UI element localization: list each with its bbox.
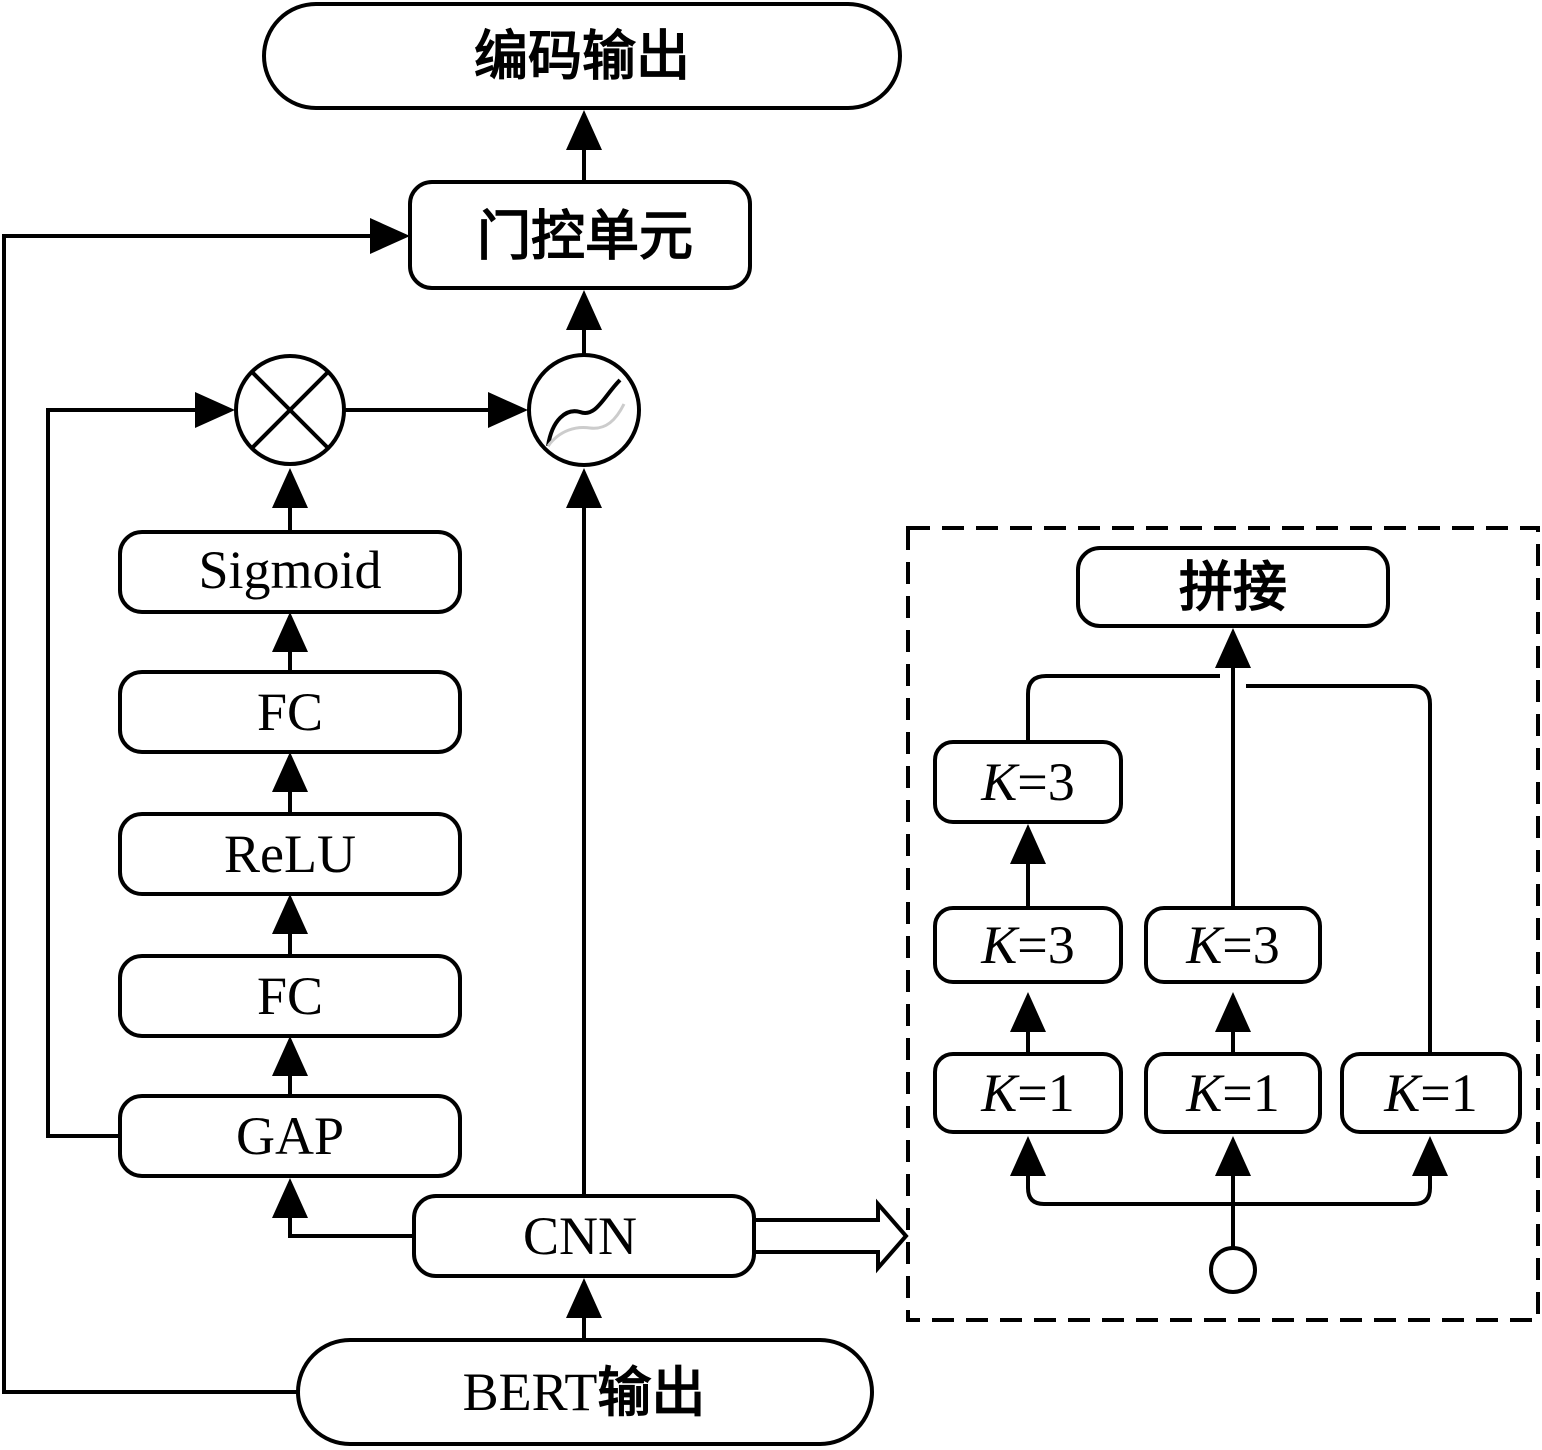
b2-kernel-mid-label: K=3	[1185, 915, 1280, 975]
concat-box: 拼接	[1076, 546, 1390, 628]
bert-output-box: BERT输出	[296, 1338, 874, 1446]
b1-kernel-top-box: K=3	[933, 740, 1123, 824]
fc-top-label: FC	[257, 682, 323, 742]
b2-kernel-bottom-label: K=1	[1185, 1063, 1280, 1123]
b1-k1-to-k3-arrow	[1010, 992, 1046, 1032]
b2-kernel-mid-box: K=3	[1144, 906, 1322, 984]
bert-output-suffix: 输出	[597, 1361, 705, 1424]
bert-output-label: BERT输出	[463, 1361, 706, 1424]
bert-to-cnn-arrow	[566, 1278, 602, 1318]
fc-bottom-label: FC	[257, 966, 323, 1026]
encode-output-label: 编码输出	[474, 25, 690, 88]
multiply-to-activation-arrow	[488, 392, 528, 428]
concat-label: 拼接	[1179, 556, 1287, 619]
b3-to-concat-line	[1246, 684, 1432, 1054]
b2-k1-to-k3-arrow	[1215, 992, 1251, 1032]
fc-top-box: FC	[118, 670, 462, 754]
bert-output-prefix: BERT	[463, 1362, 598, 1422]
concat-arrow	[1215, 628, 1251, 668]
fc-bottom-box: FC	[118, 954, 462, 1038]
fc-to-relu-arrow	[272, 894, 308, 934]
gap-box: GAP	[118, 1094, 462, 1178]
relu-box: ReLU	[118, 812, 462, 896]
bert-bypass-line	[2, 234, 370, 1394]
multiply-node	[234, 354, 346, 466]
b3-kernel-bottom-label: K=1	[1383, 1063, 1478, 1123]
b1-kernel-bottom-label: K=1	[980, 1063, 1075, 1123]
sigmoid-to-multiply-arrow	[272, 468, 308, 508]
cnn-box: CNN	[412, 1194, 756, 1278]
sigmoid-box: Sigmoid	[118, 530, 462, 614]
b2-kernel-bottom-box: K=1	[1144, 1052, 1322, 1134]
wave-icon	[546, 378, 622, 447]
gap-bypass-arrow	[195, 392, 235, 428]
encode-output-box: 编码输出	[262, 2, 902, 110]
b1-to-concat-line	[1026, 674, 1220, 742]
input-left-arrow	[1010, 1136, 1046, 1176]
activation-node	[527, 353, 641, 467]
cnn-label: CNN	[523, 1206, 637, 1266]
activation-to-gate-arrow	[566, 290, 602, 330]
b1-kernel-mid-box: K=3	[933, 906, 1123, 984]
bert-bypass-arrow	[370, 218, 410, 254]
cnn-to-gap-arrow	[272, 1178, 308, 1218]
b3-kernel-bottom-box: K=1	[1340, 1052, 1522, 1134]
gap-to-fc-arrow	[272, 1036, 308, 1076]
input-mid-arrow	[1215, 1136, 1251, 1176]
cnn-to-activation-arrow	[566, 468, 602, 508]
fc-to-sigmoid-arrow	[272, 612, 308, 652]
cnn-detail-frame	[906, 526, 1540, 1322]
relu-to-fc-arrow	[272, 752, 308, 792]
cnn-to-gap-line	[288, 1218, 414, 1238]
input-right-arrow	[1412, 1136, 1448, 1176]
input-right-line	[1233, 1176, 1432, 1206]
input-left-line	[1026, 1176, 1233, 1206]
cnn-expand-arrow	[752, 1198, 909, 1274]
relu-label: ReLU	[224, 824, 356, 884]
gate-unit-box: 门控单元	[408, 180, 752, 290]
b1-kernel-top-label: K=3	[980, 752, 1075, 812]
input-circle-icon	[1209, 1246, 1257, 1294]
b1-k3-to-k3-arrow	[1010, 824, 1046, 864]
b1-kernel-mid-label: K=3	[980, 915, 1075, 975]
gap-bypass-line	[46, 408, 195, 1138]
sigmoid-label: Sigmoid	[198, 540, 381, 600]
gate-unit-label: 门控单元	[477, 205, 693, 268]
gate-to-output-arrow	[566, 110, 602, 150]
b1-kernel-bottom-box: K=1	[933, 1052, 1123, 1134]
gap-label: GAP	[236, 1106, 344, 1166]
